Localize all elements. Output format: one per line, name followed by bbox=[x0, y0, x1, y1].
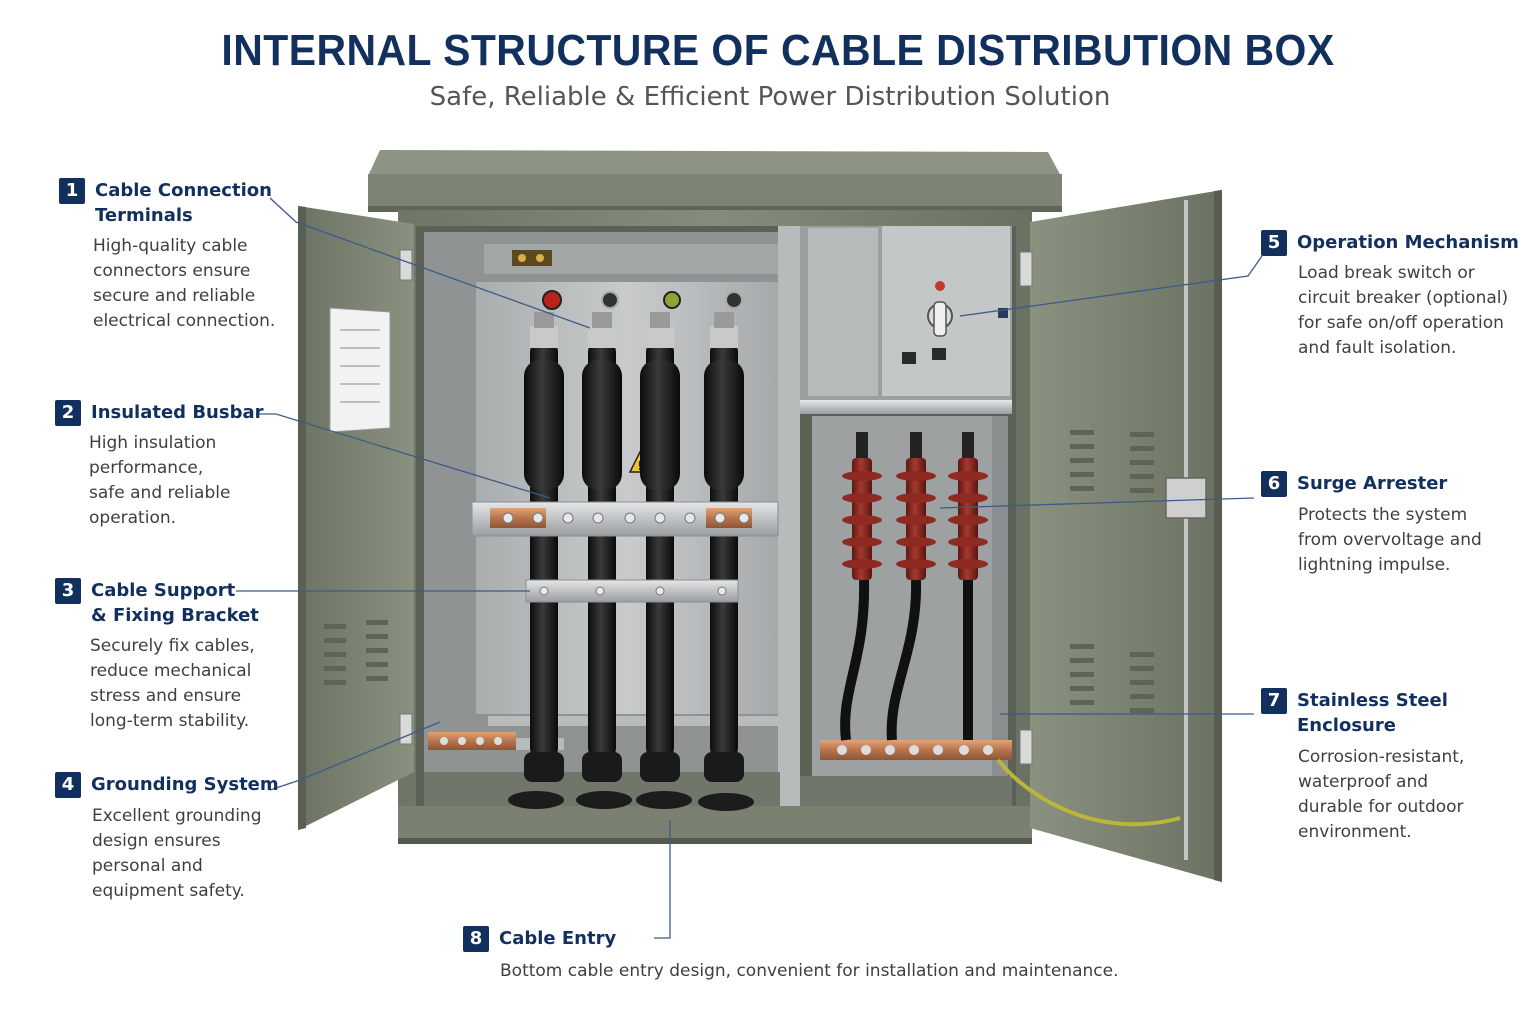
callout-number: 7 bbox=[1261, 688, 1287, 714]
leader-line-4 bbox=[269, 721, 441, 791]
callout-title: Cable Support & Fixing Bracket bbox=[91, 578, 259, 628]
callout-desc-line: Securely fix cables, bbox=[90, 636, 255, 656]
insulated-busbar-rail bbox=[471, 501, 779, 537]
callout-desc-line: Corrosion-resistant, bbox=[1298, 747, 1465, 767]
diagram-title: INTERNAL STRUCTURE OF CABLE DISTRIBUTION… bbox=[221, 26, 1335, 75]
callout-title: Surge Arrester bbox=[1297, 471, 1447, 496]
leader-line-6 bbox=[939, 497, 1255, 509]
callout-description: Load break switch or circuit breaker (op… bbox=[1298, 261, 1508, 361]
callout-title: Insulated Busbar bbox=[91, 400, 263, 425]
callout-number: 2 bbox=[55, 400, 81, 426]
leader-line-5 bbox=[959, 255, 1263, 317]
callout-description: Protects the system from overvoltage and… bbox=[1298, 503, 1482, 578]
cable-entry-holes bbox=[424, 772, 1012, 811]
callout-number: 1 bbox=[59, 178, 85, 204]
callout-desc-line: High-quality cable bbox=[93, 236, 248, 256]
callout-desc-line: Load break switch or bbox=[1298, 263, 1475, 283]
callout-title-line: Cable Support bbox=[91, 580, 236, 601]
callout-desc-line: waterproof and bbox=[1298, 772, 1429, 792]
callout-desc-line: High insulation bbox=[89, 433, 217, 453]
callout-desc-line: Protects the system bbox=[1298, 505, 1468, 525]
callout-desc-line: from overvoltage and bbox=[1298, 530, 1482, 550]
diagram-subtitle: Safe, Reliable & Efficient Power Distrib… bbox=[429, 82, 1111, 112]
callout-description: Securely fix cables, reduce mechanical s… bbox=[90, 634, 255, 734]
callout-desc-line: circuit breaker (optional) bbox=[1298, 288, 1509, 308]
callout-title: Grounding System bbox=[91, 772, 279, 797]
callout-desc-line: Excellent grounding bbox=[92, 806, 262, 826]
leader-lines bbox=[236, 197, 1263, 939]
callout-desc-line: environment. bbox=[1298, 822, 1412, 842]
callout-title-line: Insulated Busbar bbox=[91, 402, 264, 423]
right-door bbox=[1019, 190, 1222, 882]
callout-description: Excellent grounding design ensures perso… bbox=[92, 804, 262, 904]
callout-description: Corrosion-resistant, waterproof and dura… bbox=[1298, 745, 1464, 845]
callout-desc-line: personal and bbox=[92, 856, 203, 876]
callout-desc-line: operation. bbox=[89, 508, 177, 528]
callout-description: High-quality cable connectors ensure sec… bbox=[93, 234, 275, 334]
callout-number: 5 bbox=[1261, 230, 1287, 256]
power-cables bbox=[524, 312, 744, 782]
leader-line-1 bbox=[269, 197, 591, 329]
leader-line-2 bbox=[256, 413, 551, 499]
callout-title: Stainless Steel Enclosure bbox=[1297, 688, 1448, 738]
callout-title: Operation Mechanism bbox=[1297, 230, 1519, 255]
callout-title-line: & Fixing Bracket bbox=[91, 605, 259, 626]
callout-number: 4 bbox=[55, 772, 81, 798]
callout-description: High insulation performance, safe and re… bbox=[89, 431, 230, 531]
callout-title-line: Surge Arrester bbox=[1297, 473, 1448, 494]
callout-title-line: Enclosure bbox=[1297, 715, 1396, 736]
callout-title-line: Cable Entry bbox=[499, 928, 617, 949]
callout-desc-line: lightning impulse. bbox=[1298, 555, 1451, 575]
callout-desc-line: stress and ensure bbox=[90, 686, 242, 706]
surge-arresters bbox=[840, 432, 988, 741]
callout-title-line: Cable Connection bbox=[95, 180, 272, 201]
callout-number: 3 bbox=[55, 578, 81, 604]
phase-indicators bbox=[542, 290, 743, 310]
callout-desc-line: safe and reliable bbox=[89, 483, 231, 503]
callout-desc-line: connectors ensure bbox=[93, 261, 251, 281]
callout-title: Cable Connection Terminals bbox=[95, 178, 272, 228]
callout-title-line: Grounding System bbox=[91, 774, 279, 795]
ground-wire bbox=[996, 758, 1181, 827]
callout-desc-line: for safe on/off operation bbox=[1298, 313, 1504, 333]
grounding-busbar-right bbox=[820, 740, 1012, 760]
callout-desc-line: long-term stability. bbox=[90, 711, 250, 731]
callout-desc-line: secure and reliable bbox=[93, 286, 256, 306]
operation-mechanism bbox=[902, 281, 1008, 364]
callout-number: 6 bbox=[1261, 471, 1287, 497]
callout-desc-line: performance, bbox=[89, 458, 204, 478]
callout-title: Cable Entry bbox=[499, 926, 616, 951]
callout-description: Bottom cable entry design, convenient fo… bbox=[500, 959, 1119, 984]
fixing-bracket bbox=[525, 579, 739, 603]
callout-desc-line: Bottom cable entry design, convenient fo… bbox=[500, 961, 1119, 981]
callout-desc-line: equipment safety. bbox=[92, 881, 245, 901]
callout-desc-line: reduce mechanical bbox=[90, 661, 252, 681]
roof bbox=[368, 150, 1062, 212]
callout-desc-line: durable for outdoor bbox=[1298, 797, 1464, 817]
divider-post bbox=[778, 226, 800, 806]
callout-desc-line: electrical connection. bbox=[93, 311, 276, 331]
callout-title-line: Operation Mechanism bbox=[1297, 232, 1519, 253]
callout-number: 8 bbox=[463, 926, 489, 952]
callout-desc-line: and fault isolation. bbox=[1298, 338, 1457, 358]
leader-line-8 bbox=[654, 820, 671, 939]
left-door bbox=[298, 206, 414, 830]
callout-desc-line: design ensures bbox=[92, 831, 221, 851]
callout-title-line: Terminals bbox=[95, 205, 193, 226]
callout-title-line: Stainless Steel bbox=[1297, 690, 1448, 711]
